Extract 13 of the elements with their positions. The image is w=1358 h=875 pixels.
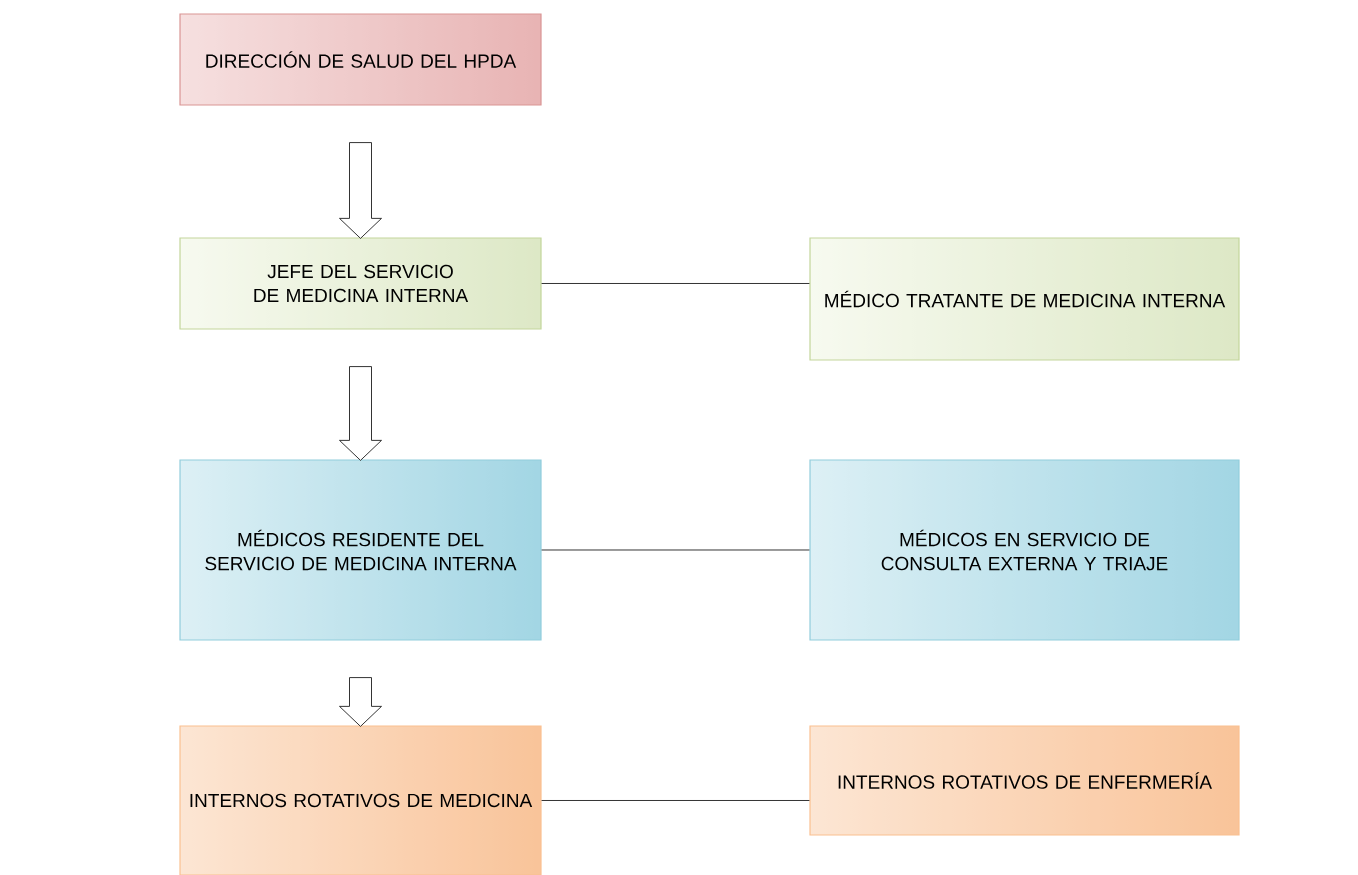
org-box: MÉDICOS RESIDENTE DEL SERVICIO DE MEDICINA INTERNA (179, 459, 542, 641)
org-box: MÉDICO TRATANTE DE MEDICINA INTERNA (809, 237, 1240, 361)
org-box: MÉDICOS EN SERVICIO DE CONSULTA EXTERNA Y TRIAJE (809, 459, 1240, 641)
connector-line (541, 283, 810, 284)
connector-line (541, 800, 810, 801)
org-box: INTERNOS ROTATIVOS DE ENFERMERÍA (809, 725, 1240, 836)
block-arrow (339, 677, 382, 727)
org-box: DIRECCIÓN DE SALUD DEL HPDA (179, 13, 542, 106)
connector-line (541, 549, 810, 551)
org-box: INTERNOS ROTATIVOS DE MEDICINA (179, 725, 542, 875)
block-arrow (339, 142, 382, 239)
block-arrow (339, 366, 382, 461)
org-box: JEFE DEL SERVICIO DE MEDICINA INTERNA (179, 237, 542, 330)
